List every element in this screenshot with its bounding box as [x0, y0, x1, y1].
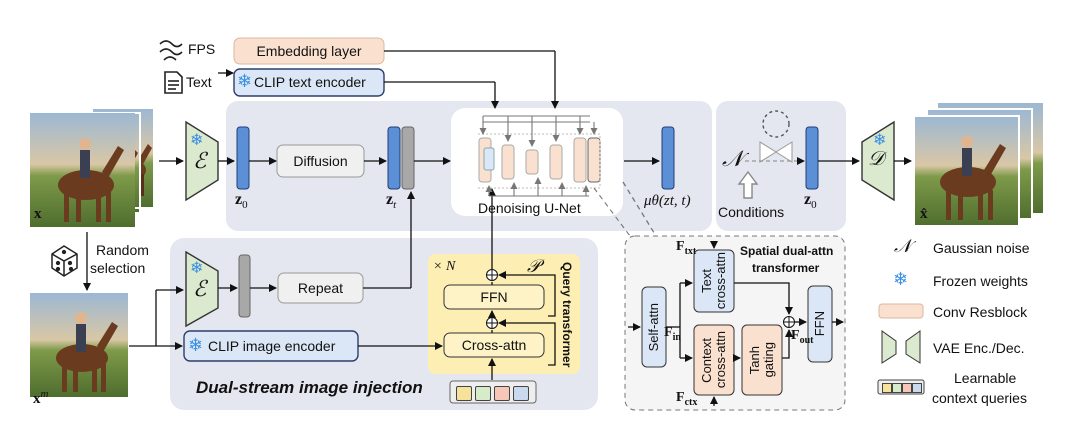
connectors [83, 50, 912, 406]
loop-icon [762, 110, 790, 138]
f-in-label: Fin [664, 325, 681, 343]
clip-text-snowflake-icon: ❄ [237, 71, 253, 91]
zt-block-b [401, 126, 415, 190]
f-txt-label: Ftxt [676, 239, 697, 257]
decoder-symbol: 𝒟 [868, 148, 884, 170]
encoder-trapezoid [185, 120, 219, 202]
query-token-2 [475, 386, 491, 401]
spatial-ffn-box [807, 285, 833, 363]
stream-encoder-snowflake-icon: ❄ [190, 260, 204, 277]
encoder-symbol: ℰ [193, 148, 207, 173]
z0-block [236, 126, 250, 190]
legend-query-token-3 [902, 383, 912, 393]
unet-condition-fanout [479, 115, 631, 237]
query-transformer-label: Query transformer [560, 262, 574, 368]
query-token-4 [513, 386, 529, 401]
legend-query-token-1 [882, 383, 892, 393]
unet-blocks [478, 133, 601, 189]
stream-encoder-trapezoid [185, 250, 219, 328]
z0-out-label: z0 [804, 191, 817, 212]
xm-label: xm [33, 388, 49, 407]
fps-icon [159, 40, 183, 61]
xhat-label: x̂ [920, 206, 928, 222]
noise-symbol: 𝒩 [722, 146, 744, 171]
legend-snowflake-icon: ❄ [893, 269, 909, 289]
tanh-gating-box [741, 324, 783, 396]
legend-gaussian-symbol: 𝒩 [894, 236, 912, 256]
spatial-title-1: Spatial dual-attn [740, 244, 834, 258]
decoder-snowflake-icon: ❄ [873, 132, 887, 149]
stream-encoder-symbol: ℰ [193, 276, 207, 301]
spatial-transformer-panel [624, 235, 846, 411]
conditions-label: Conditions [718, 204, 785, 220]
dice-icon [51, 245, 78, 277]
legend-queries-label-2: context queries [932, 390, 1027, 406]
diffusion-label: Diffusion [293, 153, 348, 169]
cross-attn-label: Cross-attn [461, 337, 527, 353]
self-attn-label: Self-attn [646, 302, 661, 352]
f-ctx-label: Fctx [676, 390, 698, 408]
legend-query-token-4 [912, 383, 922, 393]
query-token-1 [456, 386, 472, 401]
query-token-3 [494, 386, 510, 401]
z0-label: z0 [235, 191, 248, 212]
ffn-label: FFN [480, 289, 508, 305]
times-n-label: × N [433, 259, 456, 274]
zt-label: zt [386, 191, 397, 212]
mu-label: μθ(zt, t) [644, 193, 691, 209]
legend-conv-swatch [878, 303, 924, 319]
decoder-trapezoid [861, 120, 895, 202]
random-label: Random [96, 242, 149, 258]
x-label: x [34, 206, 42, 222]
cross-attn-box [443, 332, 545, 358]
conditions-arrow [737, 170, 759, 199]
input-video-frames [30, 105, 159, 227]
clip-image-encoder-label: CLIP image encoder [208, 338, 336, 354]
f-out-label: Fout [791, 328, 814, 346]
legend-gaussian-label: Gaussian noise [933, 240, 1030, 256]
embedding-layer-label: Embedding layer [256, 43, 362, 59]
zt-block-a [387, 126, 401, 190]
selection-label: selection [90, 260, 146, 276]
z0-out-block [805, 126, 819, 190]
dual-stream-title: Dual-stream image injection [196, 378, 423, 397]
legend-conv-label: Conv Resblock [933, 304, 1028, 320]
p-symbol: 𝒫 [527, 256, 540, 276]
text-cross-attn-box [693, 249, 735, 313]
legend-frozen-label: Frozen weights [933, 273, 1028, 289]
legend-vae-label: VAE Enc./Dec. [933, 340, 1025, 356]
mu-block [661, 126, 675, 190]
legend-queries-label-1: Learnable [954, 370, 1017, 386]
text-label: Text [186, 74, 212, 90]
horse-silhouettes [56, 136, 1006, 392]
stream-latent-block [238, 254, 251, 318]
unet-label: Denoising U-Net [478, 200, 581, 216]
clip-text-encoder-label: CLIP text encoder [254, 74, 366, 90]
spatial-ffn-label: FFN [812, 311, 827, 337]
text-doc-icon [164, 71, 183, 94]
legend-query-token-2 [892, 383, 902, 393]
repeat-label: Repeat [297, 280, 344, 296]
ffn-box [443, 284, 545, 310]
fps-label: FPS [188, 41, 216, 57]
legend-vae-icon [881, 330, 921, 364]
encoder-snowflake-icon: ❄ [190, 132, 204, 149]
spatial-title-2: transformer [752, 261, 820, 275]
clip-image-snowflake-icon: ❄ [188, 335, 204, 355]
